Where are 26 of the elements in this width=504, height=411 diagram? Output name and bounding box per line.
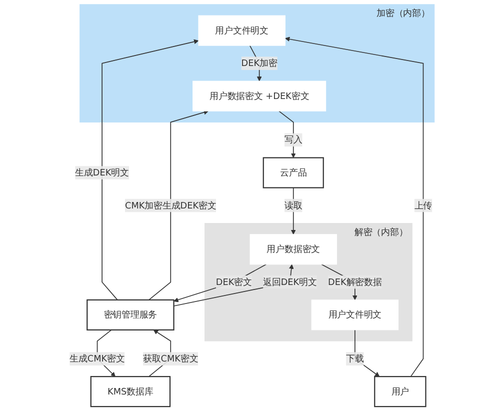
node-box: KMS数据库 [90,376,171,408]
node-box: 用户数据密文 [250,234,337,265]
arrow [148,110,209,300]
node-box: 用户文件明文 [198,15,286,46]
arrow [102,39,199,300]
edge-label: DEK解密数据 [328,276,382,288]
edge-label: DEK密文 [216,276,252,288]
edge-label: 获取CMK密文 [143,353,198,364]
edge-label: 返回DEK明文 [263,276,317,288]
edge-label: 写入 [284,134,302,145]
arrow [278,110,296,158]
arrow [173,264,294,306]
arrow [174,264,267,302]
edge-label: 生成DEK明文 [75,167,129,178]
edge-label: 下载 [346,353,364,364]
arrow [290,187,296,235]
node-box: 密钥管理服务 [86,299,174,330]
edge-label: CMK加密生成DEK密文 [124,200,216,210]
edge-label: 读取 [284,200,302,210]
node-box: 用户 [374,376,426,408]
edge-label: 上传 [414,200,432,210]
edge-label: 生成CMK密文 [70,353,125,364]
node-box: 用户数据密文 +DEK密文 [192,80,326,112]
node-box: 云产品 [262,157,324,188]
node-box: 用户文件明文 [311,300,399,330]
edge-label: DEK加密 [241,58,278,68]
